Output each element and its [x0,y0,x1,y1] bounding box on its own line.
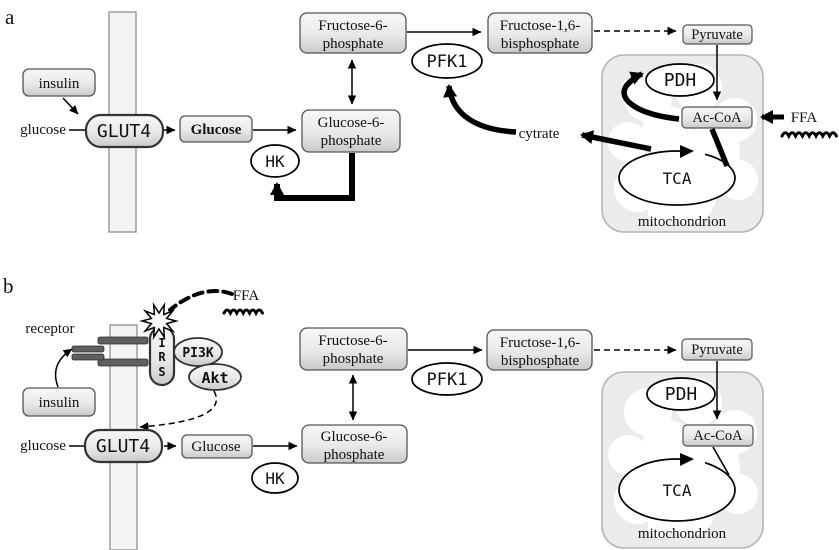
pi3k-label-b: PI3K [182,346,213,361]
glut4-transporter-a [84,113,165,149]
g6p-label1-b: Glucose-6- [321,429,388,445]
insulin-label-a: insulin [39,76,80,92]
arrow-g6p-inhibits-hk-a [270,153,355,201]
arrow-insulin-to-receptor-b [54,348,73,388]
tca-label-a: TCA [663,169,692,188]
accoa-label-a: Ac-CoA [692,110,742,126]
pfk1-label-a: PFK1 [427,52,468,72]
f6p-label2-a: phosphate [323,36,384,52]
tca-cycle-arrowhead-a [680,145,694,158]
ffa-label-a: FFA [791,110,818,126]
ffa-wavy-line-a [780,131,838,140]
pyruvate-box-b [681,338,753,361]
accoa-box-b [682,424,754,447]
tca-cycle-gap-b [683,455,705,464]
glucose-box-label-b: Glucose [191,439,240,455]
accoa-box-a [681,106,753,129]
glut4-transporter-b [83,428,164,464]
g6p-label1-a: Glucose-6- [318,115,385,131]
ffa-wavy-line-b [222,308,264,317]
dashed-arrow-akt-to-glut4-b [139,390,217,431]
tca-cycle-arrowhead-b [680,453,694,466]
f6p-label1-a: Fructose-6- [318,18,387,34]
hk-enzyme-a [250,144,300,178]
pyruvate-label-b: Pyruvate [691,342,743,358]
insulin-label-b: insulin [39,395,80,411]
accoa-label-b: Ac-CoA [693,428,743,444]
line-accoa-to-tca-b [712,446,730,476]
glucose-ext-label-b: glucose [20,438,66,454]
insulin-box-a [22,68,96,97]
panel-b-label: b [3,274,14,298]
tca-cycle-gap-a [683,147,705,156]
pdh-enzyme-a [645,63,715,97]
pyruvate-label-a: Pyruvate [691,27,743,43]
f6p-label1-b: Fructose-6- [318,333,387,349]
pfk1-label-b: PFK1 [427,370,468,390]
glucose-box-b [181,434,253,459]
insulin-receptor-bars-b [71,336,149,367]
f16bp-label1-a: Fructose-1,6- [500,18,580,34]
akt-label-b: Akt [201,369,228,387]
g6p-box-a [301,109,401,153]
pyruvate-box-a [682,24,753,45]
mitochondrion-label-b: mitochondrion [638,526,727,542]
hk-label-a: HK [265,152,285,171]
f6p-box-a [299,12,407,54]
pdh-label-a: PDH [664,70,697,91]
g6p-label2-a: phosphate [321,133,382,149]
hk-label-b: HK [265,469,285,488]
pfk1-enzyme-a [411,43,483,79]
g6p-box-b [301,424,408,464]
f16bp-label2-a: bisphosphate [501,36,580,52]
mitochondrion-label-a: mitochondrion [638,214,727,230]
citrate-label-a: cytrate [519,126,560,142]
hk-enzyme-b [251,462,299,494]
insulin-box-b [22,387,96,417]
tca-cycle-a [618,150,736,206]
dashed-ffa-to-irs-b [168,289,234,312]
akt-protein-b [188,363,242,391]
f16bp-box-b [486,329,593,371]
panel-a-label: a [5,5,15,29]
f6p-box-b [299,327,408,371]
pdh-label-b: PDH [665,384,698,405]
line-accoa-to-tca-a [709,127,730,168]
irs-letter-s-b: S [158,365,165,379]
f6p-label2-b: phosphate [323,351,384,367]
tca-cycle-b [618,458,736,522]
arrow-citrate-to-pfk1-a [443,84,517,135]
glucose-ext-label-a: glucose [20,122,66,138]
arrow-accoa-to-pdh-a [621,71,680,122]
f16bp-label1-b: Fructose-1,6- [500,335,580,351]
pdh-enzyme-b [646,377,716,411]
pi3k-protein-b [173,337,223,367]
tca-label-b: TCA [663,481,692,500]
f16bp-label2-b: bisphosphate [501,353,580,369]
phosphorylation-starburst-icon-b [139,301,179,341]
irs-letter-r-b: R [158,350,166,364]
glut4-label-a: GLUT4 [97,121,151,142]
glucose-box-label-a: Glucose [191,122,242,138]
irs-letter-i-b: I [158,336,165,350]
f16bp-box-a [487,12,593,54]
glut4-label-b: GLUT4 [96,436,150,457]
receptor-label-b: receptor [25,321,74,337]
ffa-label-b: FFA [233,288,260,304]
arrow-insulin-to-glut4-a [62,97,79,115]
arrow-tca-to-citrate-a [580,130,652,152]
pfk1-enzyme-b [411,362,483,396]
g6p-label2-b: phosphate [324,447,385,463]
glucose-box-a [179,115,253,143]
